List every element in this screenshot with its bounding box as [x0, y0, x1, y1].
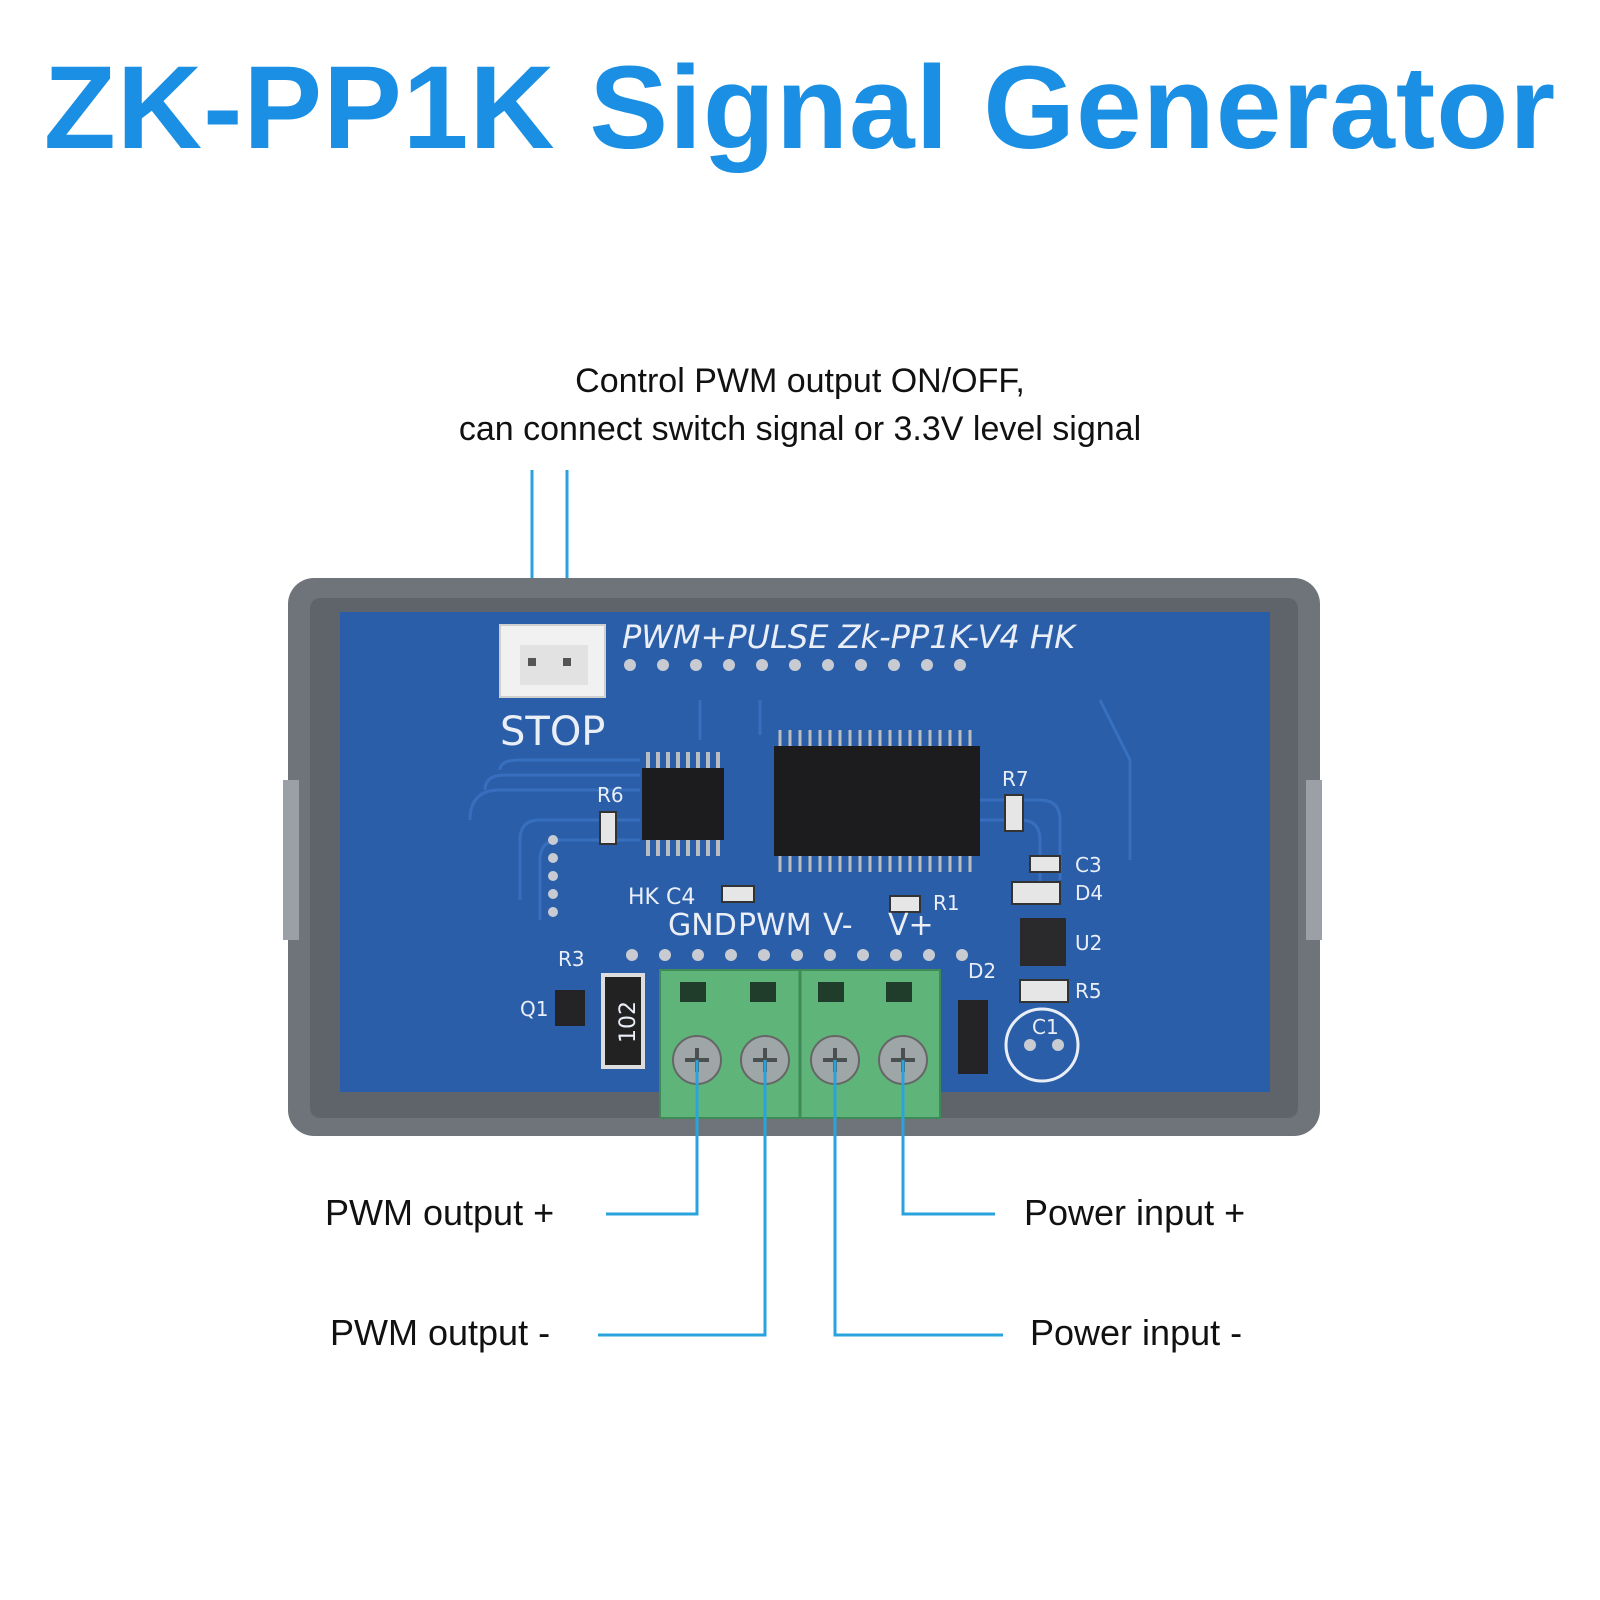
- pwm-minus-leader: [598, 1063, 767, 1337]
- terminal-block: [659, 969, 941, 1119]
- stop-pin-2: [563, 658, 571, 666]
- side-clip-right: [1306, 780, 1322, 940]
- label-pwm-output-minus: PWM output -: [330, 1312, 551, 1353]
- stop-description-line2: can connect switch signal or 3.3V level …: [458, 410, 1142, 448]
- stop-pin-1: [528, 658, 536, 666]
- stop-description-line1: Control PWM output ON/OFF,: [575, 362, 1025, 400]
- label-power-input-plus: Power input +: [1024, 1192, 1246, 1233]
- page-title: ZK-PP1K Signal Generator: [43, 42, 1557, 174]
- small-ic: [642, 752, 724, 856]
- c1-pad-1: [1024, 1039, 1036, 1051]
- power-minus-leader: [833, 1063, 1003, 1337]
- resistor-code: 102: [616, 1001, 641, 1043]
- stop-silkscreen: STOP: [500, 709, 605, 755]
- main-microcontroller: [774, 730, 980, 872]
- pin-label-gnd: GND: [668, 908, 737, 943]
- c4-capacitor: [721, 885, 755, 903]
- side-clip-left: [283, 780, 299, 940]
- side-pads: [548, 835, 558, 917]
- hk-c4-silkscreen: HK C4: [628, 885, 695, 910]
- c3-capacitor: [1029, 855, 1061, 873]
- leader-stubs: [695, 1060, 905, 1140]
- d2-diode: [958, 1000, 988, 1074]
- pin-label-v-minus: V-: [823, 908, 853, 943]
- designator-c1: C1: [1032, 1015, 1059, 1039]
- c1-capacitor-outline: [1004, 1007, 1080, 1083]
- r5-resistor: [1019, 979, 1069, 1003]
- header-silkscreen: PWM+PULSE Zk-PP1K-V4 HK: [622, 618, 1078, 656]
- d4-led: [1011, 881, 1061, 905]
- designator-q1: Q1: [520, 997, 548, 1021]
- r1-resistor: [889, 895, 921, 913]
- resistor-102: [601, 973, 645, 1069]
- pin-label-v-plus: V+: [888, 908, 934, 943]
- label-power-input-minus: Power input -: [1030, 1312, 1243, 1353]
- designator-r3: R3: [558, 947, 585, 971]
- r7-resistor: [1004, 794, 1024, 832]
- pin-label-pwm: PWM: [738, 908, 812, 943]
- header-pads: [624, 659, 966, 671]
- c1-pad-2: [1052, 1039, 1064, 1051]
- pcb-traces: [468, 699, 1132, 920]
- designator-d2: D2: [968, 959, 996, 983]
- designator-d4: D4: [1075, 881, 1103, 905]
- designator-u2: U2: [1075, 931, 1102, 955]
- q1-transistor: [555, 990, 585, 1026]
- pin-row-pads: [626, 949, 968, 961]
- designator-c3: C3: [1075, 853, 1102, 877]
- designator-r1: R1: [933, 891, 960, 915]
- designator-r6: R6: [597, 783, 624, 807]
- designator-r7: R7: [1002, 767, 1029, 791]
- r6-resistor: [599, 811, 617, 845]
- label-pwm-output-plus: PWM output +: [325, 1192, 555, 1233]
- designator-r5: R5: [1075, 979, 1102, 1003]
- u2-regulator: [1020, 918, 1066, 966]
